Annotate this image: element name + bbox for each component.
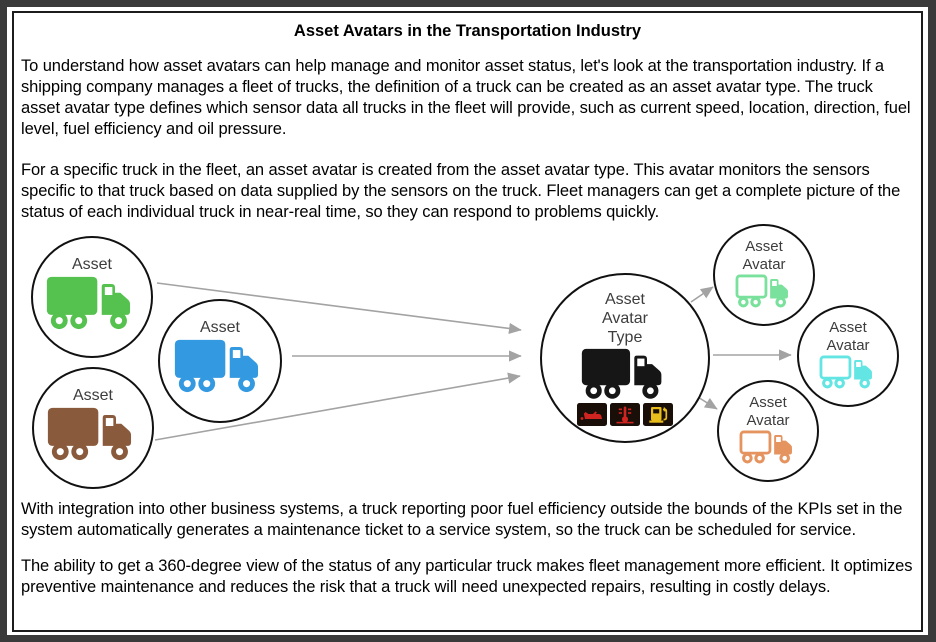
- asset-node-label: Asset: [72, 387, 113, 404]
- engine-temperature-warning-icon: [610, 403, 640, 427]
- paragraph-benefits: The ability to get a 360-degree view of …: [21, 557, 913, 596]
- asset-avatar-type-node: Asset Avatar Type: [540, 273, 710, 443]
- asset-avatar-node-3: Asset Avatar: [717, 380, 819, 482]
- asset-node-1: Asset: [31, 236, 153, 358]
- asset-avatar-node-2: Asset Avatar: [797, 305, 899, 407]
- asset-node-2: Asset: [158, 299, 282, 423]
- asset-avatar-node-label: Asset Avatar: [742, 238, 786, 273]
- page-margin: Asset Avatars in the Transportation Indu…: [7, 7, 928, 635]
- truck-icon: [735, 274, 793, 309]
- truck-icon: [46, 276, 138, 331]
- asset-avatar-node-1: Asset Avatar: [713, 224, 815, 326]
- paragraph-intro: To understand how asset avatars can help…: [21, 57, 911, 138]
- asset-node-label: Asset: [199, 319, 240, 336]
- arrow-type-to-avatar1: [690, 286, 714, 303]
- paragraph-avatar-creation: For a specific truck in the fleet, an as…: [21, 161, 901, 221]
- asset-node-3: Asset: [32, 367, 154, 489]
- document-frame: Asset Avatars in the Transportation Indu…: [12, 11, 923, 632]
- arrow-asset3-to-type: [154, 372, 521, 441]
- truck-icon: [819, 355, 877, 390]
- arrow-asset1-to-type: [156, 282, 522, 335]
- document-title: Asset Avatars in the Transportation Indu…: [293, 22, 642, 40]
- truck-icon: [581, 348, 669, 400]
- asset-avatar-type-label: Asset Avatar Type: [602, 291, 648, 346]
- dashboard-warning-icons: [577, 403, 673, 427]
- truck-icon: [739, 430, 797, 465]
- fuel-level-warning-icon: [643, 403, 673, 427]
- asset-avatar-node-label: Asset Avatar: [826, 319, 870, 354]
- truck-icon: [174, 339, 266, 394]
- oil-pressure-warning-icon: [577, 403, 607, 427]
- asset-avatar-node-label: Asset Avatar: [746, 394, 790, 429]
- paragraph-integration: With integration into other business sys…: [21, 500, 903, 539]
- asset-avatar-diagram: Asset Asset Asset Asset Avatar Type: [21, 223, 914, 495]
- truck-icon: [47, 407, 139, 462]
- asset-node-label: Asset: [71, 256, 112, 273]
